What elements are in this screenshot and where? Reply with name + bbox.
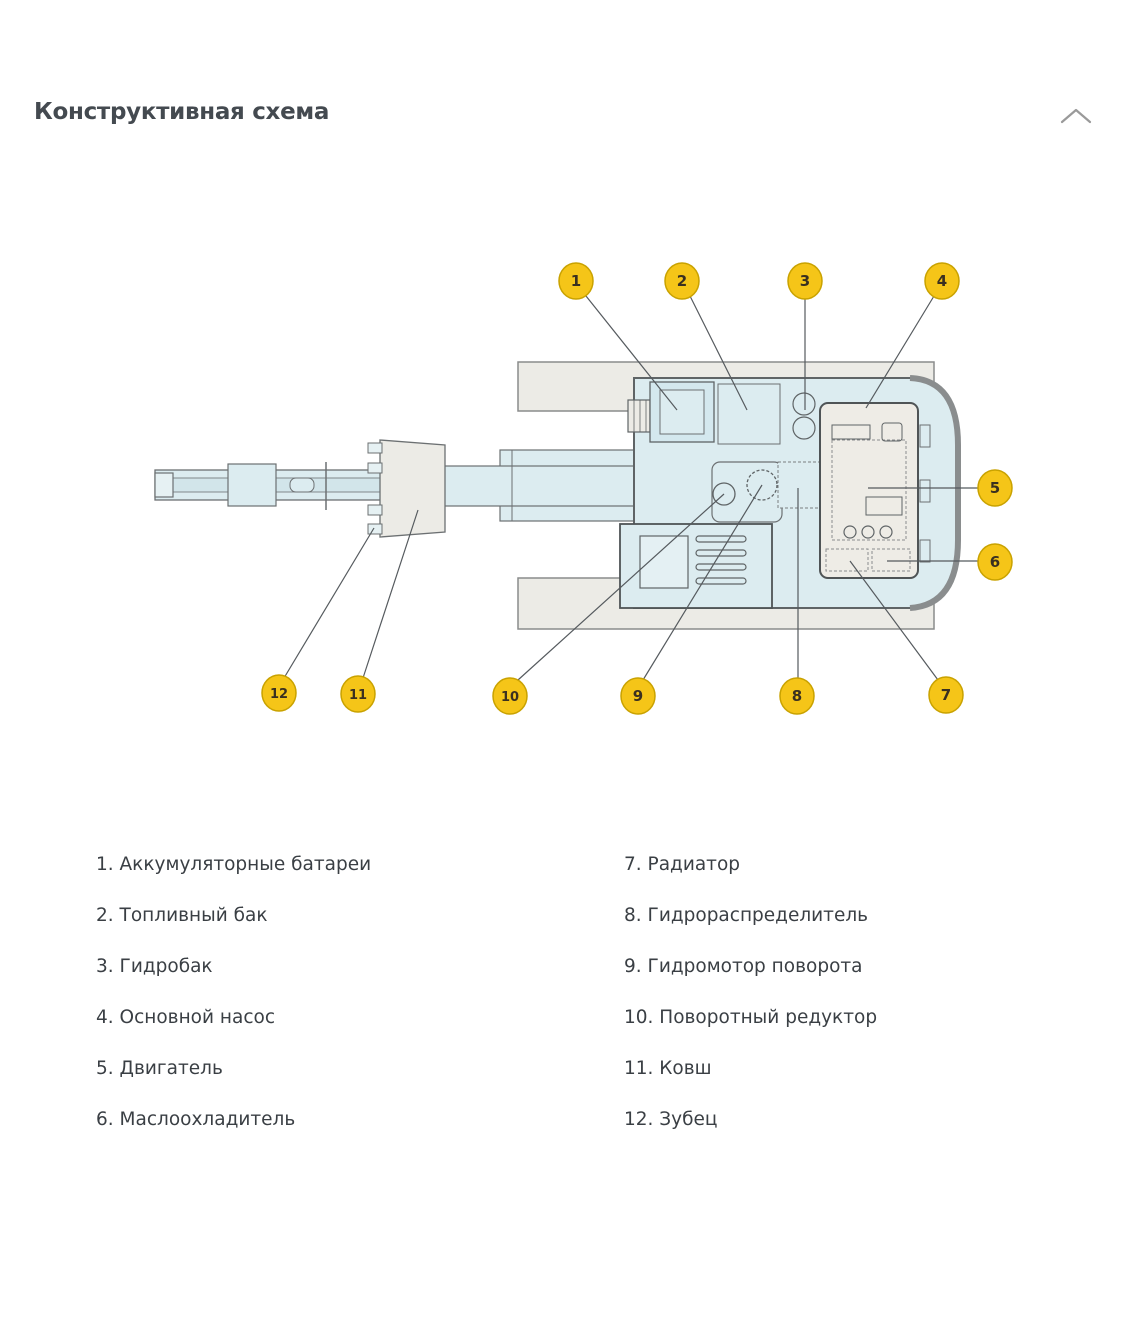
legend-item: 10. Поворотный редуктор — [624, 1007, 878, 1028]
callout-circle — [558, 262, 594, 300]
callout-number: 6 — [990, 553, 1000, 571]
legend-item: 2. Топливный бак — [96, 905, 268, 926]
leader-4 — [865, 295, 935, 409]
legend-item: 4. Основной насос — [96, 1007, 275, 1028]
legend-item: 8. Гидрораспределитель — [624, 905, 869, 926]
callout-circle — [492, 677, 528, 715]
section-header[interactable]: Конструктивная схема — [0, 80, 1126, 150]
callout-number: 3 — [800, 272, 810, 290]
callout-circle — [620, 677, 656, 715]
chevron-up-icon — [1060, 108, 1092, 124]
callout-number: 10 — [501, 690, 519, 705]
callout-12: 12 — [261, 674, 297, 712]
section-title: Конструктивная схема — [34, 99, 330, 125]
callout-circle — [924, 262, 960, 300]
callout-circle — [977, 469, 1013, 507]
callout-circle — [261, 674, 297, 712]
legend-item: 11. Ковш — [624, 1058, 712, 1079]
legend-item: 5. Двигатель — [96, 1058, 223, 1079]
callout-circle — [779, 677, 815, 715]
callout-10: 10 — [492, 677, 528, 715]
leader-7 — [849, 560, 939, 681]
leader-11 — [362, 509, 419, 679]
callout-number: 11 — [349, 688, 367, 703]
callout-9: 9 — [620, 677, 656, 715]
bucket — [367, 439, 446, 538]
callout-11: 11 — [340, 675, 376, 713]
legend-item: 6. Маслоохладитель — [96, 1109, 296, 1130]
callout-5: 5 — [977, 469, 1013, 507]
callout-circle — [340, 675, 376, 713]
legend-column-left: 1. Аккумуляторные батареи 2. Топливный б… — [96, 840, 371, 1146]
callout-number: 12 — [270, 687, 288, 702]
callout-circle — [977, 543, 1013, 581]
collapse-toggle-button[interactable] — [1056, 102, 1096, 128]
callout-3: 3 — [787, 262, 823, 300]
callout-4: 4 — [924, 262, 960, 300]
leader-12 — [283, 527, 375, 679]
callout-number: 8 — [792, 687, 802, 705]
legend-item: 12. Зубец — [624, 1109, 718, 1130]
callout-number: 1 — [571, 272, 581, 290]
callout-number: 7 — [941, 686, 951, 704]
callout-number: 2 — [677, 272, 687, 290]
callout-circle — [787, 262, 823, 300]
callout-6: 6 — [977, 543, 1013, 581]
callout-number: 4 — [937, 272, 947, 290]
leader-10 — [517, 493, 725, 681]
legend-column-right: 7. Радиатор 8. Гидрораспределитель 9. Ги… — [624, 840, 877, 1146]
leader-9 — [642, 484, 763, 681]
legend-item: 3. Гидробак — [96, 956, 213, 977]
callout-circle — [928, 676, 964, 714]
callout-number: 5 — [990, 479, 1000, 497]
callout-number: 9 — [633, 687, 643, 705]
leader-2 — [689, 295, 748, 411]
upper-structure — [619, 375, 961, 611]
leader-lines — [283, 295, 980, 681]
callout-2: 2 — [664, 262, 700, 300]
callout-1: 1 — [558, 262, 594, 300]
leader-1 — [585, 295, 678, 411]
callout-circle — [664, 262, 700, 300]
legend-item: 9. Гидромотор поворота — [624, 956, 863, 977]
callout-8: 8 — [779, 677, 815, 715]
legend-item: 7. Радиатор — [624, 854, 741, 875]
legend-item: 1. Аккумуляторные батареи — [96, 854, 372, 875]
callout-7: 7 — [928, 676, 964, 714]
